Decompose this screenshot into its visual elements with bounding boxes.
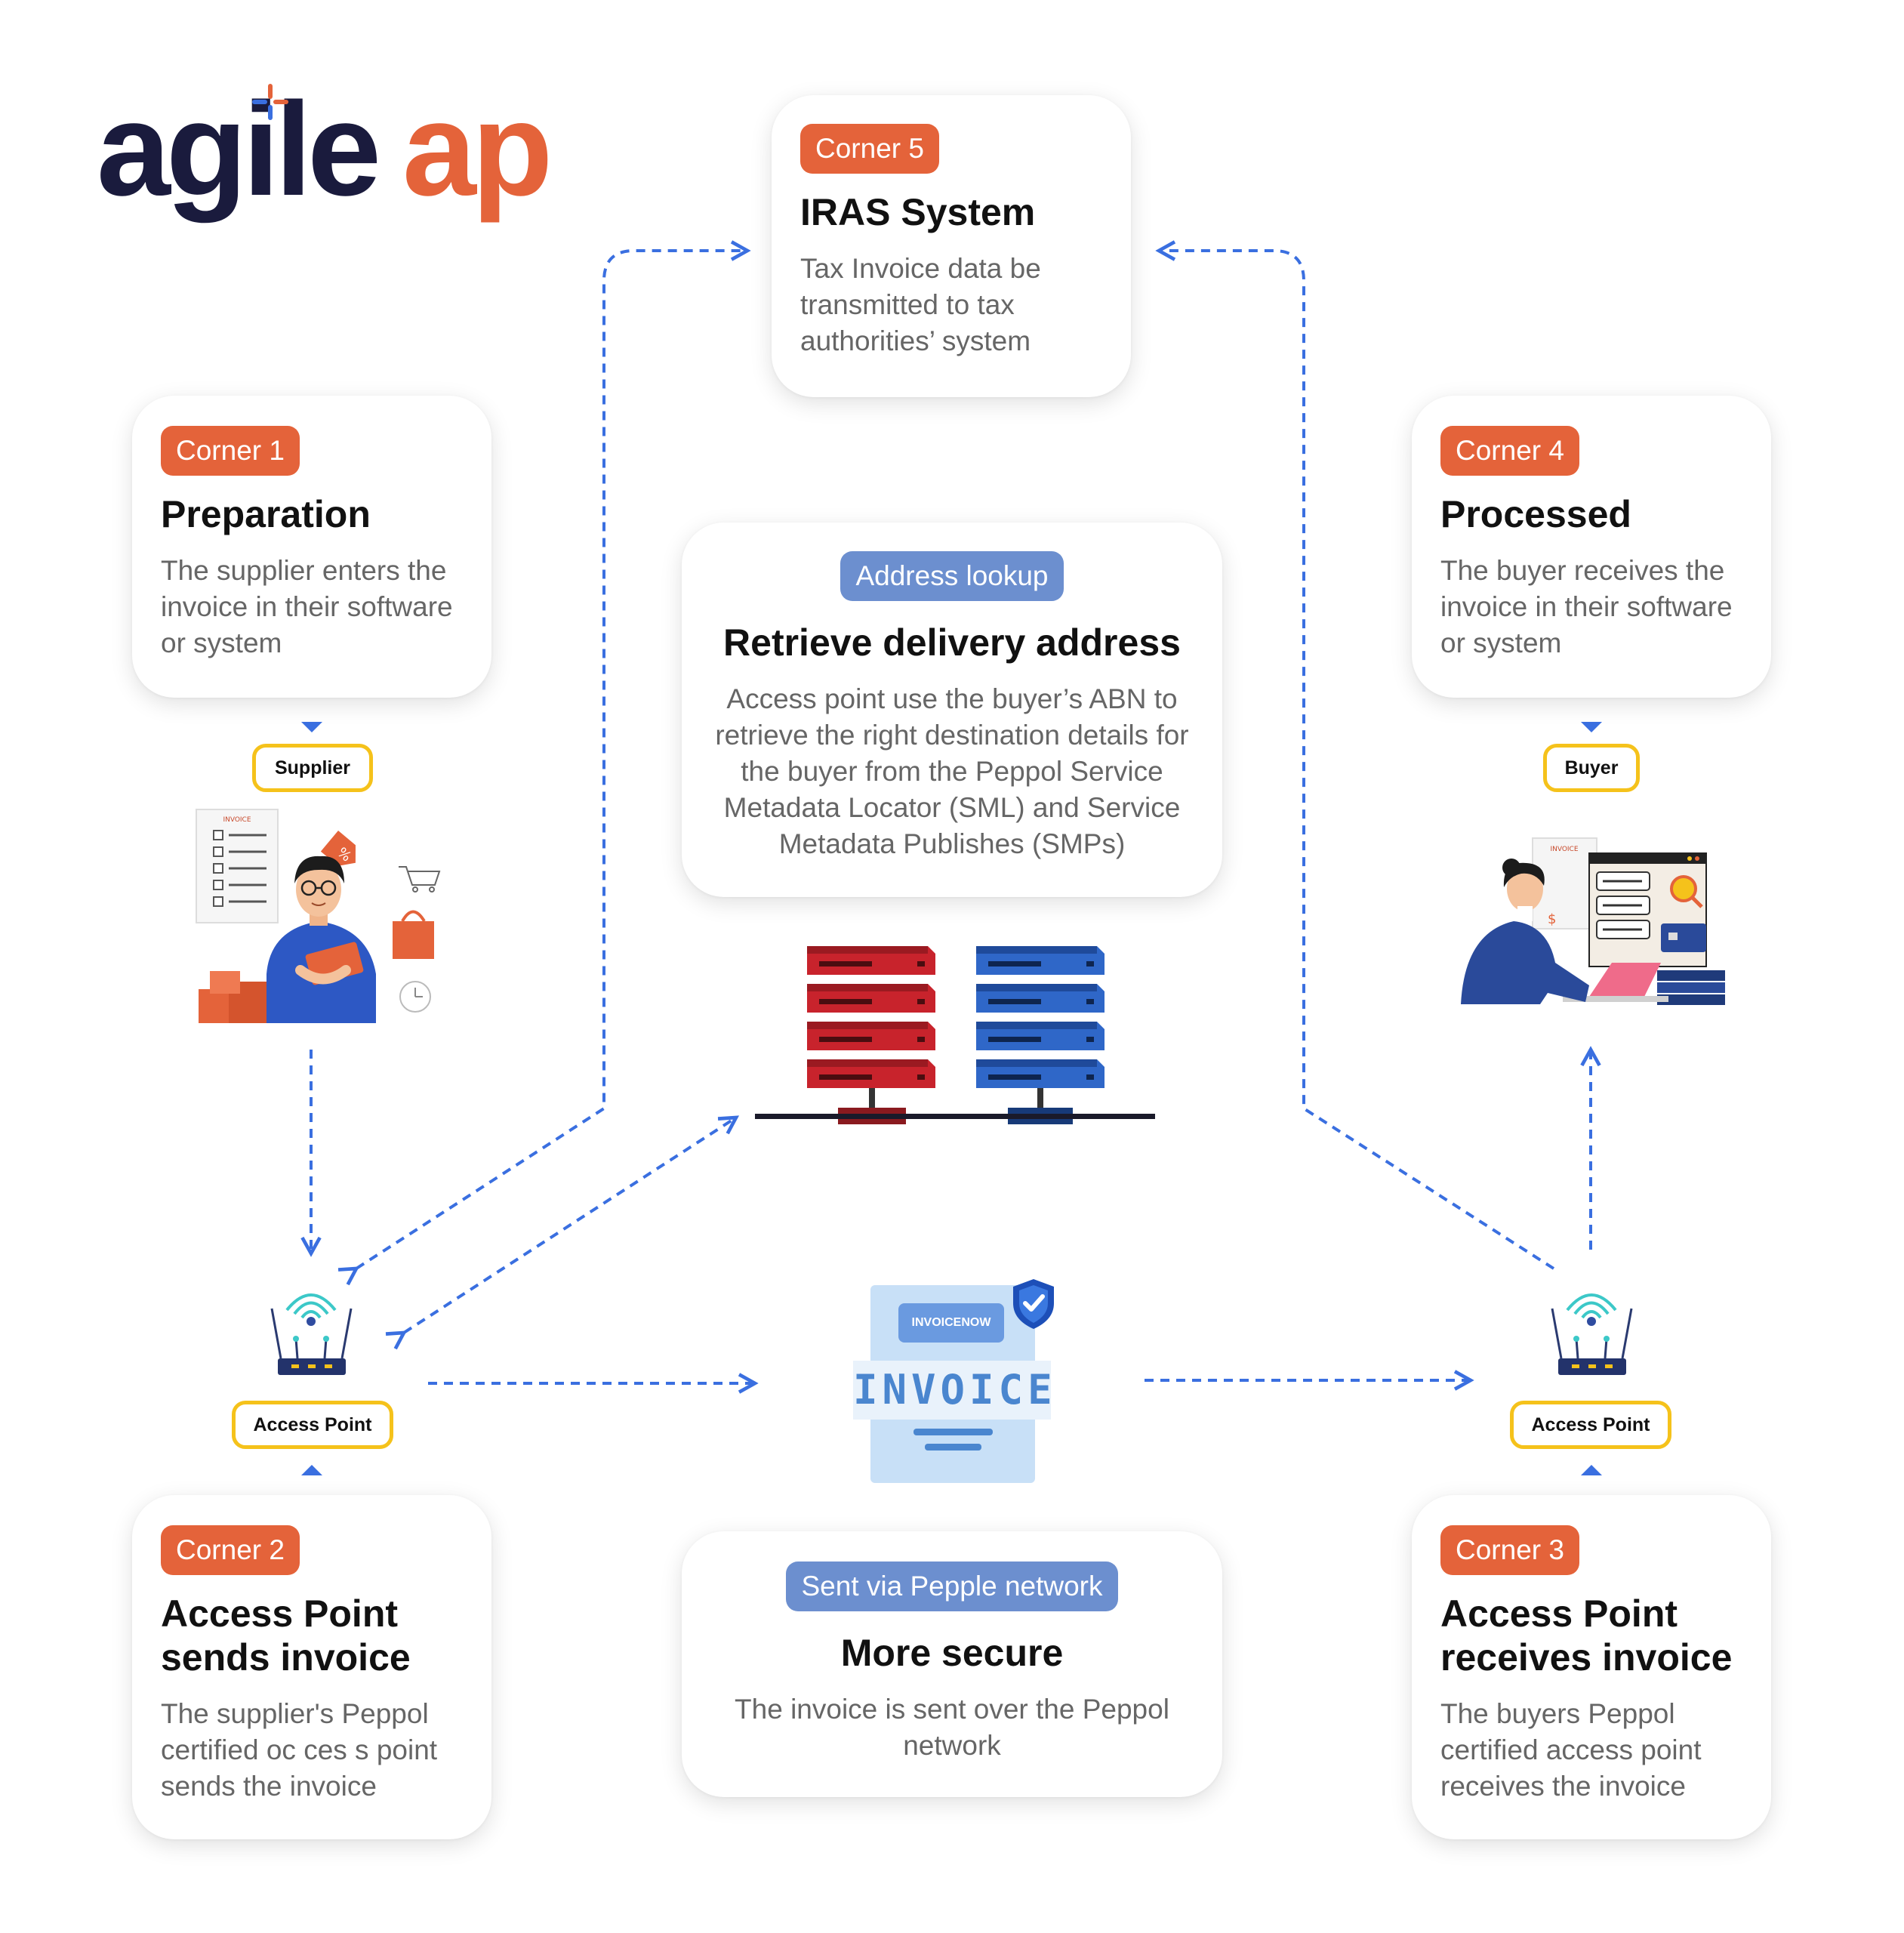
network-card: Sent via Pepple network More secure The …: [682, 1531, 1222, 1797]
ap-left-pointer: [301, 1465, 322, 1475]
invoice-word: INVOICE: [853, 1361, 1052, 1420]
corner3-title-line2: receives invoice: [1440, 1636, 1733, 1679]
lookup-badge: Address lookup: [840, 551, 1064, 601]
corner4-title: Processed: [1440, 493, 1631, 535]
corner2-title-line2: sends invoice: [161, 1636, 411, 1679]
server-stack-blue: [976, 946, 1105, 1124]
corner2-desc: The supplier's Peppol certified oc ces s…: [161, 1698, 438, 1802]
network-desc: The invoice is sent over the Peppol netw…: [735, 1694, 1169, 1761]
corner4-desc: The buyer receives the invoice in their …: [1440, 555, 1733, 658]
arrow-ap-left-to-iras: [356, 251, 747, 1269]
logo-text-agile: agile: [97, 76, 381, 224]
invoice-line-1: [913, 1429, 993, 1435]
lookup-desc: Access point use the buyer’s ABN to retr…: [715, 683, 1189, 859]
corner5-badge: Corner 5: [800, 124, 939, 174]
supplier-illustration: INVOICE %: [196, 809, 441, 1023]
server-stack-red: [807, 946, 935, 1124]
illustration-invoice-small: INVOICE: [223, 816, 251, 824]
corner3-desc: The buyers Peppol certified access point…: [1440, 1698, 1702, 1802]
corner1-desc: The supplier enters the invoice in their…: [161, 555, 453, 658]
buyer-label: Buyer: [1543, 744, 1640, 792]
corner5-card: Corner 5 IRAS System Tax Invoice data be…: [772, 95, 1131, 397]
arrow-ap-to-servers: [404, 1118, 736, 1333]
supplier-pointer: [301, 722, 322, 732]
corner3-badge: Corner 3: [1440, 1525, 1579, 1575]
corner1-badge: Corner 1: [161, 426, 300, 476]
corner3-card: Corner 3 Access Point receives invoice T…: [1412, 1495, 1771, 1839]
illustration-dollar: $: [1548, 911, 1556, 927]
corner5-title: IRAS System: [800, 191, 1036, 233]
server-icon: [755, 946, 1155, 1124]
logo-text-ap: ap: [402, 76, 553, 224]
illustration-invoice-buyer: INVOICE: [1550, 846, 1578, 853]
arrow-ap-right-to-iras: [1159, 251, 1555, 1270]
lookup-title: Retrieve delivery address: [723, 621, 1181, 664]
corner1-card: Corner 1 Preparation The supplier enters…: [132, 396, 491, 698]
corner2-card: Corner 2 Access Point sends invoice The …: [132, 1495, 491, 1839]
access-point-label-right: Access Point: [1510, 1401, 1671, 1449]
corner4-badge: Corner 4: [1440, 426, 1579, 476]
invoice-document-icon: INVOICENOW INVOICE: [853, 1276, 1057, 1484]
ap-right-pointer: [1581, 1465, 1602, 1475]
corner2-title-line1: Access Point: [161, 1592, 399, 1635]
network-badge: Sent via Pepple network: [786, 1562, 1118, 1611]
logo: agile ap: [97, 76, 565, 227]
shield-check-icon: [1013, 1279, 1054, 1329]
buyer-pointer: [1581, 722, 1602, 732]
router-icon-right: [1551, 1293, 1633, 1375]
corner1-title: Preparation: [161, 493, 371, 535]
buyer-illustration: INVOICE $: [1461, 837, 1725, 1005]
corner3-title-line1: Access Point: [1440, 1592, 1678, 1635]
network-title: More secure: [840, 1632, 1064, 1674]
access-point-label-left: Access Point: [232, 1401, 393, 1449]
invoicenow-tag: INVOICENOW: [898, 1303, 1004, 1343]
supplier-label: Supplier: [252, 744, 373, 792]
logo-spark-icon: [252, 84, 288, 120]
invoice-line-2: [925, 1444, 981, 1451]
corner5-desc: Tax Invoice data be transmitted to tax a…: [800, 253, 1041, 356]
corner2-badge: Corner 2: [161, 1525, 300, 1575]
router-icon-left: [270, 1293, 353, 1375]
lookup-card: Address lookup Retrieve delivery address…: [682, 523, 1222, 897]
corner4-card: Corner 4 Processed The buyer receives th…: [1412, 396, 1771, 698]
